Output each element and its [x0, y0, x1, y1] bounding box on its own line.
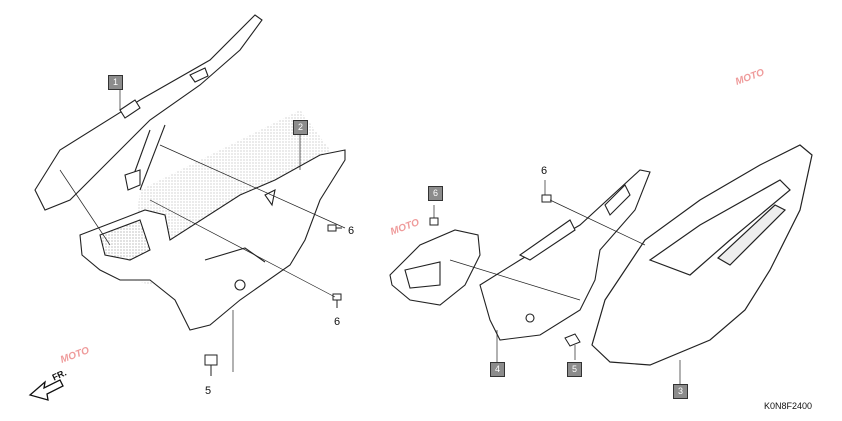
part-3-side-cover [591, 144, 813, 366]
callout-5-left: 5 [205, 385, 212, 397]
part-4-lower-cover [479, 169, 651, 341]
callout-2: 2 [293, 120, 308, 135]
part-2-inner-cover [79, 149, 346, 331]
bolt-icon [204, 224, 342, 376]
part-1-frame-cover [34, 14, 263, 211]
front-cap-piece [389, 229, 481, 306]
callout-1: 1 [108, 75, 123, 90]
diagram-code: K0N8F2400 [763, 401, 812, 411]
leader-lines-left [59, 90, 346, 372]
callout-4: 4 [490, 362, 505, 377]
callout-3: 3 [673, 384, 688, 399]
leader-lines-right [433, 180, 681, 385]
callout-6-left-top: 6 [348, 225, 355, 237]
callout-6-box: 6 [428, 186, 443, 201]
arrow-left-icon [28, 379, 64, 401]
callout-6-left-bottom: 6 [334, 316, 341, 328]
callout-5-box: 5 [567, 362, 582, 377]
callout-6-right-top: 6 [541, 165, 548, 177]
